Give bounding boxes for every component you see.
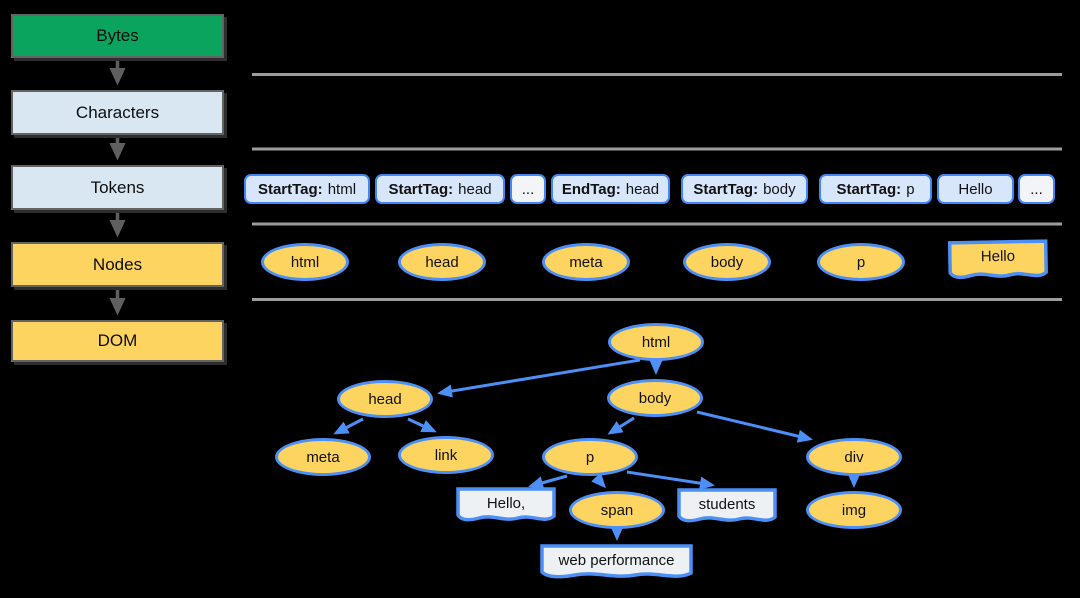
token-chip-ellipsis: ...	[1018, 174, 1055, 204]
node-label: img	[841, 501, 867, 519]
document-shape-icon	[456, 487, 556, 522]
node-label: meta	[569, 253, 603, 271]
edge-p-span	[591, 472, 606, 489]
token-kind: StartTag:	[693, 180, 759, 198]
node-label: body	[710, 253, 744, 271]
node-label: head	[368, 390, 402, 408]
token-value: ...	[521, 180, 535, 198]
token-kind: StartTag:	[388, 180, 454, 198]
stage-label: DOM	[97, 331, 138, 350]
token-value: body	[763, 180, 796, 198]
node-label: html	[641, 333, 671, 351]
node-label: body	[638, 389, 672, 407]
edge-body-div	[696, 410, 813, 443]
node-ellipse-head: head	[398, 243, 486, 281]
node-label: span	[600, 501, 634, 519]
token-chip-ellipsis: ...	[510, 174, 546, 204]
edge-p-students	[626, 470, 715, 490]
document-shape-icon	[540, 544, 693, 579]
stage-label: Bytes	[96, 26, 139, 45]
text-node-label: Hello,	[486, 494, 526, 512]
token-value: head	[458, 180, 492, 198]
tree-node-span: span	[569, 491, 665, 529]
document-shape-icon	[677, 488, 777, 523]
token-chip-endtag-head: EndTag: head	[551, 174, 670, 204]
dom-tree-edges	[333, 358, 861, 541]
tree-node-link: link	[398, 436, 494, 474]
token-kind: StartTag:	[836, 180, 902, 198]
edge-head-meta	[333, 417, 364, 435]
text-node-shape-hello: Hello	[947, 239, 1049, 283]
token-value: html	[327, 180, 357, 198]
text-node-label: Hello	[980, 247, 1016, 265]
token-value: p	[906, 180, 915, 198]
tree-node-body: body	[607, 379, 703, 417]
stage-label: Tokens	[90, 177, 145, 197]
pipeline-stage-bytes: Bytes	[11, 14, 224, 58]
token-value: Hello	[958, 180, 993, 198]
edge-body-p	[607, 416, 635, 435]
edge-html-head	[437, 358, 641, 398]
pipeline-stage-characters: Characters	[11, 90, 224, 135]
stage-label: Characters	[75, 102, 160, 122]
token-value: ...	[1030, 180, 1043, 198]
node-label: html	[290, 253, 320, 271]
token-chip-starttag-p: StartTag: p	[819, 174, 932, 204]
node-ellipse-meta: meta	[542, 243, 630, 281]
edge-head-link	[407, 417, 437, 433]
edge-p-hello	[528, 474, 568, 490]
document-shape-icon	[947, 239, 1048, 280]
token-kind: StartTag:	[257, 180, 323, 198]
text-node-label: students	[698, 495, 756, 513]
token-chip-starttag-html: StartTag: html	[244, 174, 370, 204]
node-label: head	[425, 253, 459, 271]
text-node-shape-web-performance: web performance	[540, 544, 693, 582]
text-node-shape-students: students	[677, 488, 777, 526]
separator-lines	[252, 73, 1062, 301]
tree-node-div: div	[806, 438, 902, 476]
node-ellipse-html: html	[261, 243, 349, 281]
node-ellipse-p: p	[817, 243, 905, 281]
node-ellipse-body: body	[683, 243, 771, 281]
token-chip-hello: Hello	[937, 174, 1014, 204]
tree-node-html: html	[608, 323, 704, 361]
token-chip-starttag-body: StartTag: body	[681, 174, 808, 204]
token-value: head	[625, 180, 660, 198]
token-kind: EndTag:	[561, 180, 621, 198]
node-label: meta	[306, 448, 340, 466]
pipeline-stage-tokens: Tokens	[11, 165, 224, 210]
node-label: link	[434, 446, 458, 464]
node-label: p	[856, 253, 866, 271]
tree-node-p: p	[542, 438, 638, 476]
token-chip-starttag-head: StartTag: head	[375, 174, 505, 204]
pipeline-stage-nodes: Nodes	[11, 242, 224, 287]
pipeline-stage-dom: DOM	[11, 320, 224, 362]
node-label: div	[844, 448, 864, 466]
stage-label: Nodes	[92, 254, 143, 274]
tree-node-head: head	[337, 380, 433, 418]
tree-node-meta: meta	[275, 438, 371, 476]
node-label: p	[585, 448, 595, 466]
tree-node-img: img	[806, 491, 902, 529]
text-node-label: web performance	[558, 551, 675, 569]
text-node-shape-hello-comma: Hello,	[456, 487, 556, 525]
